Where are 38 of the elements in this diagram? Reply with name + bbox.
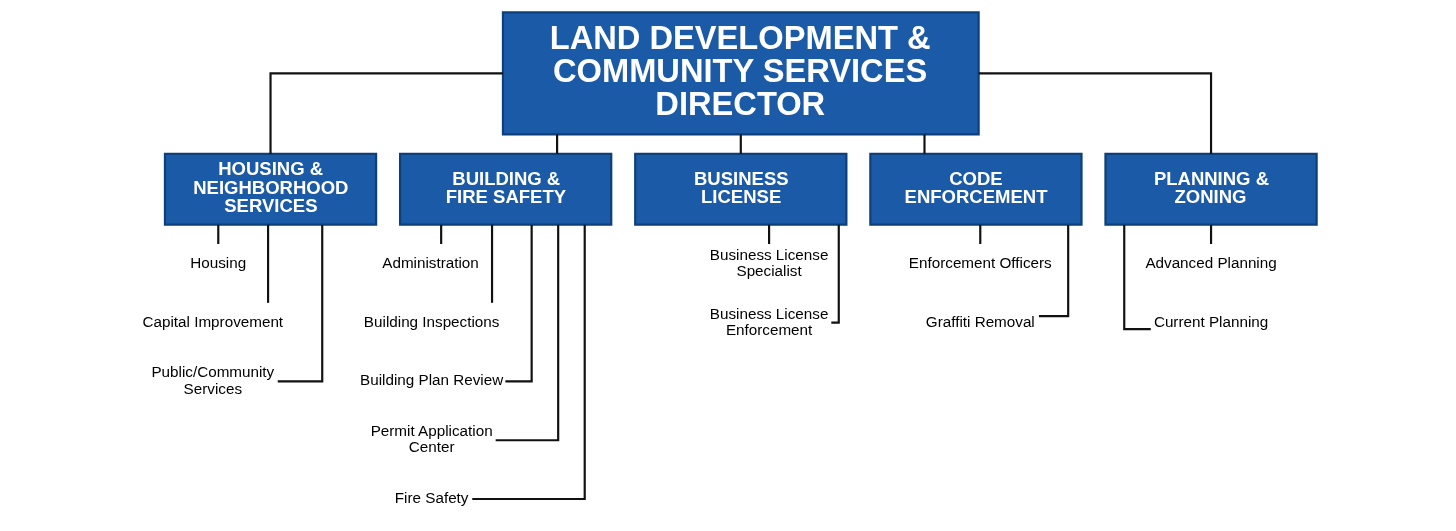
connector bbox=[495, 224, 560, 442]
node-text: Building Plan Review bbox=[360, 371, 504, 389]
node-box: LAND DEVELOPMENT & COMMUNITY SERVICES DIRECTOR bbox=[501, 11, 980, 136]
connector bbox=[269, 72, 503, 154]
connector bbox=[505, 225, 533, 383]
node-text: Permit Application Center bbox=[370, 422, 493, 456]
connector bbox=[556, 134, 559, 154]
node-text: Administration bbox=[382, 253, 479, 271]
connector bbox=[739, 134, 742, 154]
connector bbox=[979, 224, 982, 245]
connector bbox=[217, 224, 220, 245]
node-text: Capital Improvement bbox=[142, 312, 284, 330]
node-text: Business License Specialist bbox=[709, 245, 829, 280]
node-text: Enforcement Officers bbox=[908, 253, 1052, 271]
node-text: Current Planning bbox=[1153, 312, 1269, 330]
connector bbox=[472, 224, 586, 501]
connector bbox=[440, 224, 443, 245]
connector bbox=[923, 134, 926, 154]
node-text: Housing bbox=[190, 253, 247, 271]
connector bbox=[768, 224, 771, 245]
node-text: Building Inspections bbox=[363, 312, 500, 330]
connector bbox=[490, 224, 494, 303]
node-text: Business License Enforcement bbox=[709, 304, 829, 338]
connector bbox=[277, 225, 324, 383]
node-box: CODE ENFORCEMENT bbox=[869, 152, 1083, 226]
connector bbox=[267, 224, 270, 303]
node-box: BUILDING & FIRE SAFETY bbox=[399, 152, 613, 226]
node-box: PLANNING & ZONING bbox=[1104, 152, 1318, 226]
connector bbox=[1038, 224, 1070, 318]
connector bbox=[1123, 224, 1151, 331]
node-box: HOUSING & NEIGHBORHOOD SERVICES bbox=[163, 152, 378, 226]
node-text: Fire Safety bbox=[394, 489, 469, 507]
node-text: Graffiti Removal bbox=[925, 312, 1035, 330]
connector bbox=[978, 72, 1213, 154]
node-text: Public/Community Services bbox=[151, 363, 275, 397]
node-text: Advanced Planning bbox=[1145, 253, 1277, 271]
connector bbox=[1209, 224, 1213, 245]
node-box: BUSINESS LICENSE bbox=[634, 152, 848, 226]
